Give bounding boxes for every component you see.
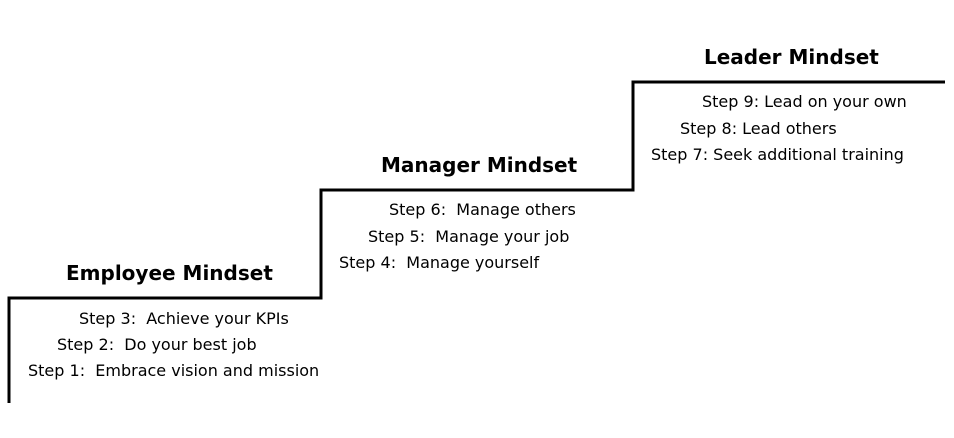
step-9-label: Step 9: Lead on your own — [702, 92, 907, 111]
step-4-label: Step 4: Manage yourself — [339, 253, 540, 272]
step-7-label: Step 7: Seek additional training — [651, 145, 904, 164]
step-6-label: Step 6: Manage others — [389, 200, 576, 219]
step-3-label: Step 3: Achieve your KPIs — [79, 309, 289, 328]
step-1-label: Step 1: Embrace vision and mission — [28, 361, 320, 380]
leader-mindset-heading: Leader Mindset — [704, 45, 879, 69]
step-8-label: Step 8: Lead others — [680, 119, 837, 138]
staircase-line — [7, 80, 945, 403]
employee-mindset-heading: Employee Mindset — [66, 261, 273, 285]
step-5-label: Step 5: Manage your job — [368, 227, 570, 246]
manager-mindset-heading: Manager Mindset — [381, 153, 578, 177]
step-2-label: Step 2: Do your best job — [57, 335, 257, 354]
